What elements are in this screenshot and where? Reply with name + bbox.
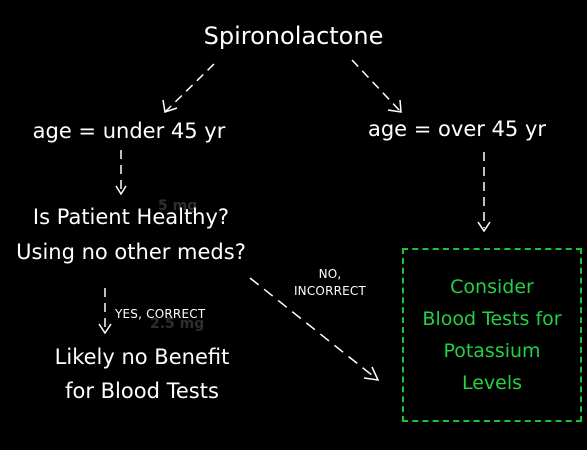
arrow-question-to-consider-head bbox=[363, 366, 380, 381]
arrow-root-to-over bbox=[351, 59, 402, 113]
edge-label-yes: YES, CORRECT bbox=[115, 307, 206, 321]
arrow-question-to-consider bbox=[249, 277, 379, 381]
question-line: Using no other meds? bbox=[16, 240, 246, 264]
node-patient-healthy-question: Is Patient Healthy? Using no other meds? bbox=[0, 200, 262, 270]
arrow-under-to-question-head bbox=[115, 185, 127, 196]
edge-label-no-line: INCORRECT bbox=[293, 284, 367, 298]
arrow-root-to-under bbox=[164, 63, 215, 113]
node-likely-no-benefit: Likely no Benefit for Blood Tests bbox=[22, 340, 262, 408]
consider-line: Consider bbox=[450, 276, 534, 298]
consider-text: Consider Blood Tests for Potassium Level… bbox=[422, 271, 561, 399]
benefit-line: for Blood Tests bbox=[65, 379, 219, 403]
arrow-root-to-under-head bbox=[162, 99, 178, 113]
watermark-text: 5 mg bbox=[158, 198, 198, 214]
edge-label-no: NO, INCORRECT bbox=[284, 266, 376, 300]
node-age-under-45: age = under 45 yr bbox=[32, 119, 226, 143]
node-age-over-45: age = over 45 yr bbox=[367, 117, 547, 141]
arrow-over-to-consider-head bbox=[477, 221, 491, 233]
consider-line: Blood Tests for bbox=[422, 308, 562, 330]
arrow-question-to-benefit-head bbox=[98, 323, 112, 335]
question-line: Is Patient Healthy? bbox=[32, 205, 230, 229]
node-consider-blood-tests: Consider Blood Tests for Potassium Level… bbox=[402, 248, 582, 422]
benefit-line: Likely no Benefit bbox=[54, 345, 230, 369]
consider-line: Levels bbox=[461, 372, 523, 394]
consider-line: Potassium bbox=[443, 340, 541, 362]
watermark-text: 2.5 mg bbox=[150, 316, 205, 332]
edge-label-no-line: NO, bbox=[318, 267, 342, 281]
arrow-root-to-over-head bbox=[387, 99, 402, 113]
root-node-spironolactone: Spironolactone bbox=[203, 22, 384, 50]
